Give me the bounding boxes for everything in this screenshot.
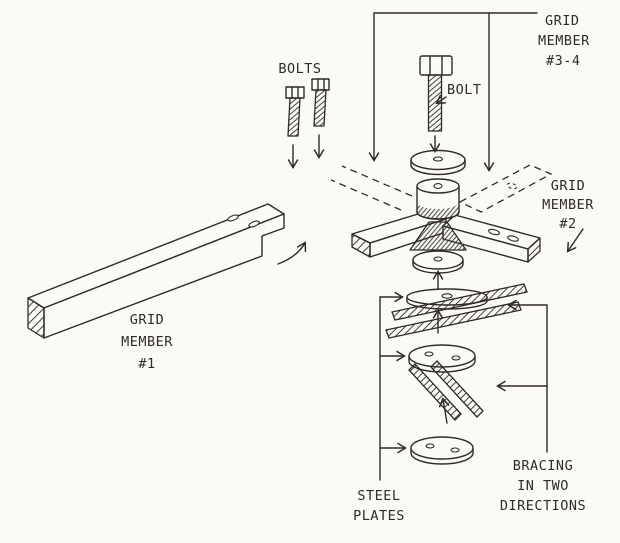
grid-member-1-label: GRID MEMBER #1 — [121, 312, 173, 372]
hidden-bolt-hole — [506, 182, 518, 190]
bolt-head-facets — [429, 55, 443, 76]
disc-hole — [433, 256, 443, 262]
brace-rod-2 — [385, 301, 522, 339]
oval-plate-1-hole-1 — [424, 351, 434, 357]
bolt-shaft — [427, 74, 443, 132]
bracing-line-1: BRACING — [513, 458, 573, 474]
hub-cone — [409, 221, 467, 251]
leader-grid-member-3-4 — [368, 12, 538, 172]
hub-cylinder — [416, 178, 460, 220]
stack-up-arrow-3 — [438, 397, 450, 424]
hub-hole — [433, 183, 443, 189]
steel-plates-label: STEEL PLATES — [353, 488, 405, 524]
hidden-grid-member-3 — [330, 165, 413, 211]
grid-member-2-line-2: MEMBER — [542, 197, 594, 213]
grid-member-3-4-line-2: MEMBER — [538, 33, 590, 49]
oval-plate-2 — [410, 436, 474, 465]
bracing-rods-direction-1 — [385, 283, 528, 339]
oval-plate-2-top — [410, 436, 474, 460]
leader-bracing — [496, 299, 548, 453]
cone-body — [409, 221, 467, 251]
steel-plates-line-1: STEEL — [357, 488, 400, 504]
bracing-arrow-1 — [507, 299, 548, 453]
grid-member-1-line-1: GRID — [130, 312, 165, 328]
hidden-member-outline — [458, 164, 553, 213]
steel-plates-line-2: PLATES — [353, 508, 405, 524]
beam-end-face — [27, 297, 45, 339]
grid-member-3-4-line-1: GRID — [545, 13, 580, 29]
small-bolt-2-head — [311, 78, 330, 91]
washer-hole — [432, 156, 444, 162]
small-bolt-1-facets — [291, 86, 299, 99]
small-bolts — [285, 78, 330, 169]
hub-serrated-band — [417, 202, 459, 219]
grid-member-3-4-label: GRID MEMBER #3-4 — [538, 13, 590, 69]
oval-plate-1-hole-2 — [451, 355, 461, 361]
small-bolt-2-facets — [317, 78, 325, 91]
small-bolt-2-shaft — [313, 89, 327, 127]
top-washer — [410, 149, 466, 176]
grid-member-2-arrow — [566, 228, 584, 253]
oval-plate-1-top — [408, 344, 476, 368]
bolt-label: BOLT — [447, 82, 482, 98]
leader-steel-plates — [379, 291, 407, 481]
oval-plate-2-hole-2 — [450, 447, 460, 453]
small-bolt-1-shaft — [287, 97, 301, 137]
hub-bottom-edge — [416, 211, 460, 220]
grid-member-2-line-3: #2 — [559, 216, 576, 232]
bracing-line-3: DIRECTIONS — [500, 498, 586, 514]
arm-right-end-face — [527, 237, 541, 263]
flat-plate-hole — [441, 293, 453, 299]
grid-member-1-line-2: MEMBER — [121, 334, 173, 350]
bolts-label: BOLTS — [278, 61, 321, 77]
arm-right-hole-1 — [488, 228, 500, 236]
beam-insert-arrow — [277, 241, 307, 265]
grid-member-1-beam — [27, 203, 307, 339]
lower-disc — [412, 250, 464, 274]
arm-right-hole-2 — [507, 235, 519, 242]
bolt-label-arrow — [435, 94, 447, 105]
main-bolt — [419, 55, 453, 153]
bracing-label: BRACING IN TWO DIRECTIONS — [500, 458, 586, 514]
bracing-rods-direction-2 — [408, 360, 484, 421]
beam-bolt-hole-2 — [248, 220, 260, 228]
grid-member-1-line-3: #1 — [138, 356, 155, 372]
grid-member-3-4-line-3: #3-4 — [546, 53, 581, 69]
small-bolt-1-head — [285, 86, 305, 99]
brace-rod-4 — [430, 360, 484, 418]
arm-left-end-face — [351, 233, 371, 258]
oval-plate-2-hole-1 — [425, 443, 435, 449]
grid-member-2-label: GRID MEMBER #2 — [542, 178, 594, 232]
beam-bolt-hole-1 — [227, 214, 239, 222]
bracing-line-2: IN TWO — [517, 478, 569, 494]
grid-member-2-line-1: GRID — [551, 178, 586, 194]
hidden-grid-member-4 — [458, 164, 553, 213]
brace-rod-1 — [391, 283, 528, 321]
hidden-member-edge-1 — [341, 165, 413, 197]
leader-line-left — [368, 12, 538, 162]
bolt-head — [419, 55, 453, 76]
hidden-member-edge-2 — [330, 179, 402, 211]
oval-plate-1 — [408, 344, 476, 373]
